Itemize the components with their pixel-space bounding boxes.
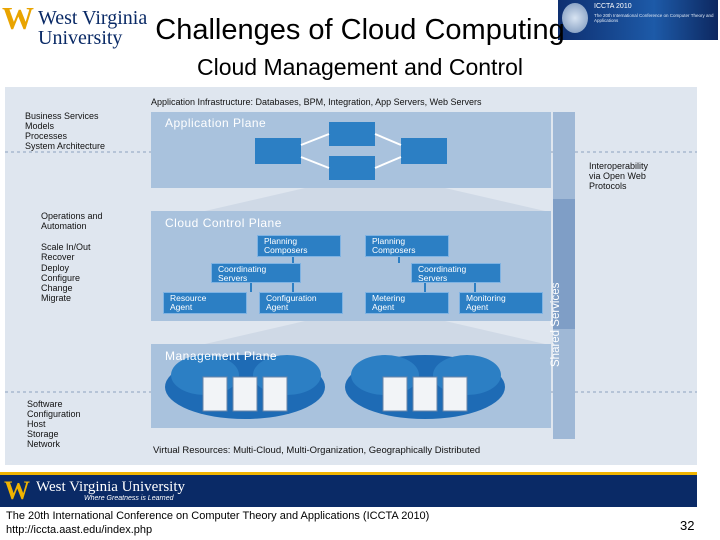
- metering-agent-line2: Agent: [372, 302, 395, 312]
- diagram-graphics: [5, 112, 697, 439]
- conference-banner-text: The 20th International Conference on Com…: [594, 13, 714, 23]
- application-plane-label: Application Plane: [165, 116, 267, 130]
- left-label-models: Models: [25, 121, 55, 131]
- left-label-migrate: Migrate: [41, 293, 72, 303]
- metering-agent-box: Metering Agent: [365, 292, 449, 314]
- right-label-interoperability: Interoperability: [589, 161, 649, 171]
- left-label-software: Software: [27, 399, 63, 409]
- slide-title: Challenges of Cloud Computing: [155, 14, 565, 46]
- wvu-footer-logo-text: West Virginia University: [36, 479, 185, 495]
- app-box-arrows: [300, 133, 402, 169]
- wvu-logo-top: W West Virginia University: [2, 0, 202, 48]
- coordinating-servers-2-line1: Coordinating: [418, 264, 467, 274]
- conference-banner: ICCTA 2010 The 20th International Confer…: [558, 0, 718, 40]
- configuration-agent-line1: Configuration: [266, 293, 317, 303]
- app-infrastructure-label: Application Infrastructure: Databases, B…: [151, 97, 482, 107]
- left-label-change: Change: [41, 283, 73, 293]
- planning-composers-1-line1: Planning: [264, 236, 298, 246]
- footer-conference-line: The 20th International Conference on Com…: [6, 510, 430, 522]
- planning-composers-box-2: Planning Composers: [365, 235, 449, 257]
- left-label-configure: Configure: [41, 273, 81, 283]
- planning-composers-2-line1: Planning: [372, 236, 406, 246]
- resource-agent-line2: Agent: [170, 302, 193, 312]
- control-connectors: [250, 257, 476, 292]
- left-label-business-services: Business Services: [25, 111, 99, 121]
- planning-composers-box-1: Planning Composers: [257, 235, 341, 257]
- app-box-left: [255, 138, 301, 164]
- cloud-left-icon: [165, 355, 325, 419]
- configuration-agent-line2: Agent: [266, 302, 289, 312]
- wvu-logo-text: West Virginia University: [38, 7, 148, 49]
- page-number: 32: [680, 518, 695, 533]
- right-label-open-web: via Open Web: [589, 171, 646, 181]
- shared-services-highlight: [553, 199, 575, 329]
- left-label-recover: Recover: [41, 252, 75, 262]
- resource-agent-box: Resource Agent: [163, 292, 247, 314]
- coordinating-servers-box-1: Coordinating Servers: [211, 263, 301, 283]
- configuration-agent-box: Configuration Agent: [259, 292, 343, 314]
- left-label-scale: Scale In/Out: [41, 242, 91, 252]
- coordinating-servers-1-line1: Coordinating: [218, 264, 267, 274]
- monitoring-agent-box: Monitoring Agent: [459, 292, 543, 314]
- left-label-processes: Processes: [25, 131, 68, 141]
- coordinating-servers-1-line2: Servers: [218, 273, 248, 283]
- cloud-right-icon: [345, 355, 505, 419]
- left-heading-automation: Automation: [41, 221, 87, 231]
- management-plane-label: Management Plane: [165, 349, 278, 363]
- control-to-management-connector: [205, 321, 545, 344]
- app-box-bottom: [329, 156, 375, 180]
- metering-agent-line1: Metering: [372, 293, 406, 303]
- left-label-storage: Storage: [27, 429, 59, 439]
- planning-composers-2-line2: Composers: [372, 245, 416, 255]
- coordinating-servers-box-2: Coordinating Servers: [411, 263, 501, 283]
- resource-agent-line1: Resource: [170, 293, 207, 303]
- coordinating-servers-2-line2: Servers: [418, 273, 448, 283]
- conference-seal-icon: [562, 3, 588, 33]
- left-heading-operations: Operations and: [41, 211, 103, 221]
- planning-composers-1-line2: Composers: [264, 245, 308, 255]
- slide-subtitle: Cloud Management and Control: [196, 54, 524, 80]
- wvu-flying-w-footer-icon: W: [4, 476, 30, 505]
- left-label-configuration: Configuration: [27, 409, 81, 419]
- monitoring-agent-line2: Agent: [466, 302, 489, 312]
- virtual-resources-label: Virtual Resources: Multi-Cloud, Multi-Or…: [153, 445, 481, 456]
- wvu-footer-bar: W West Virginia University Where Greatne…: [0, 472, 697, 507]
- left-label-deploy: Deploy: [41, 263, 70, 273]
- left-label-host: Host: [27, 419, 46, 429]
- wvu-flying-w-icon: W: [2, 0, 34, 36]
- wvu-footer-tagline: Where Greatness is Learned: [84, 495, 174, 502]
- cloud-management-diagram: Application Infrastructure: Databases, B…: [5, 87, 697, 465]
- left-label-system-architecture: System Architecture: [25, 141, 106, 151]
- shared-services-label: Shared Services: [550, 282, 562, 368]
- conference-banner-title: ICCTA 2010: [594, 3, 632, 10]
- right-label-protocols: Protocols: [589, 181, 627, 191]
- app-box-right: [401, 138, 447, 164]
- app-to-control-connector: [205, 188, 545, 211]
- cloud-control-plane-label: Cloud Control Plane: [165, 216, 282, 230]
- app-box-top: [329, 122, 375, 146]
- monitoring-agent-line1: Monitoring: [466, 293, 506, 303]
- left-label-network: Network: [27, 439, 61, 449]
- footer-url-link[interactable]: http://iccta.aast.edu/index.php: [6, 524, 153, 536]
